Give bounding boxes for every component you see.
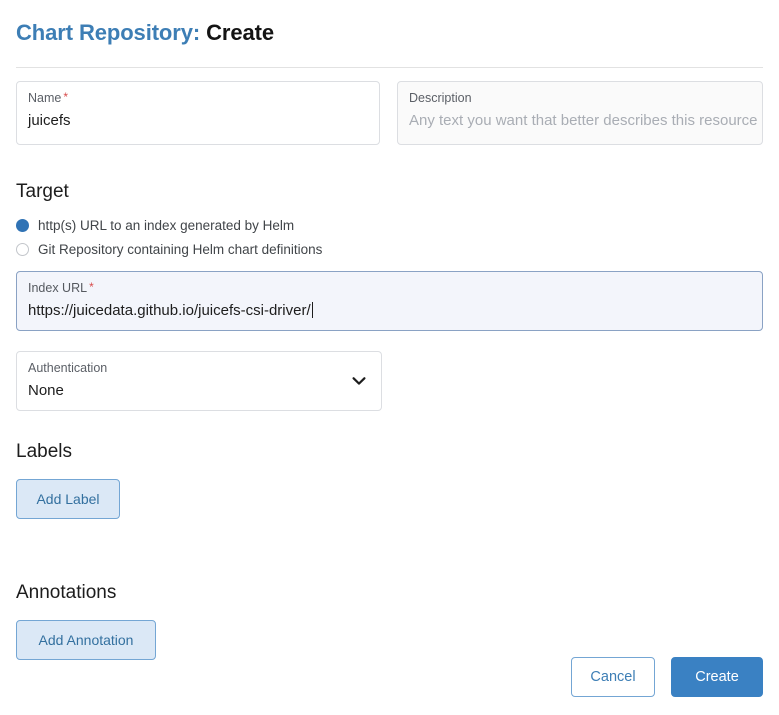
add-annotation-button[interactable]: Add Annotation bbox=[16, 620, 156, 660]
name-field-value: juicefs bbox=[28, 112, 71, 129]
name-description-row: Name* juicefs Description Any text you w… bbox=[16, 81, 763, 145]
labels-section-heading: Labels bbox=[16, 441, 72, 462]
add-label-button[interactable]: Add Label bbox=[16, 479, 120, 519]
authentication-select-label: Authentication bbox=[28, 361, 108, 375]
title-divider bbox=[16, 67, 763, 68]
radio-option-http-url-label: http(s) URL to an index generated by Hel… bbox=[38, 217, 295, 233]
page-title: Chart Repository: Create bbox=[16, 0, 763, 46]
chevron-down-icon[interactable] bbox=[351, 373, 367, 389]
authentication-select[interactable]: Authentication None bbox=[16, 351, 382, 411]
authentication-select-value: None bbox=[28, 382, 64, 399]
target-radio-group[interactable]: http(s) URL to an index generated by Hel… bbox=[16, 216, 763, 258]
target-section-heading: Target bbox=[16, 181, 69, 202]
name-field-label-text: Name bbox=[28, 91, 62, 105]
radio-selected-icon[interactable] bbox=[16, 218, 29, 232]
index-url-label-text: Index URL bbox=[28, 281, 88, 295]
name-required-marker: * bbox=[63, 90, 69, 104]
index-url-value-wrap: https://juicedata.github.io/juicefs-csi-… bbox=[28, 301, 751, 320]
cancel-button[interactable]: Cancel bbox=[571, 657, 655, 697]
name-field-label: Name* bbox=[28, 91, 368, 106]
text-caret bbox=[311, 302, 313, 318]
index-url-field[interactable]: Index URL* https://juicedata.github.io/j… bbox=[16, 271, 763, 331]
radio-option-http-url[interactable]: http(s) URL to an index generated by Hel… bbox=[16, 216, 763, 234]
index-url-field-value: https://juicedata.github.io/juicefs-csi-… bbox=[28, 302, 311, 319]
annotations-section-heading: Annotations bbox=[16, 582, 117, 603]
index-url-field-label: Index URL* bbox=[28, 281, 751, 296]
description-field-label: Description bbox=[409, 91, 472, 105]
description-field[interactable]: Description Any text you want that bette… bbox=[397, 81, 763, 145]
description-field-placeholder: Any text you want that better describes … bbox=[409, 112, 758, 129]
radio-option-git-repository[interactable]: Git Repository containing Helm chart def… bbox=[16, 240, 763, 258]
radio-unselected-icon[interactable] bbox=[16, 242, 29, 256]
create-button[interactable]: Create bbox=[671, 657, 763, 697]
name-field[interactable]: Name* juicefs bbox=[16, 81, 380, 145]
footer-actions: Cancel Create bbox=[571, 657, 763, 697]
page-title-suffix: Create bbox=[206, 20, 275, 45]
index-url-required-marker: * bbox=[89, 280, 94, 294]
radio-option-git-repository-label: Git Repository containing Helm chart def… bbox=[38, 241, 323, 257]
page-title-prefix: Chart Repository: bbox=[16, 20, 201, 45]
